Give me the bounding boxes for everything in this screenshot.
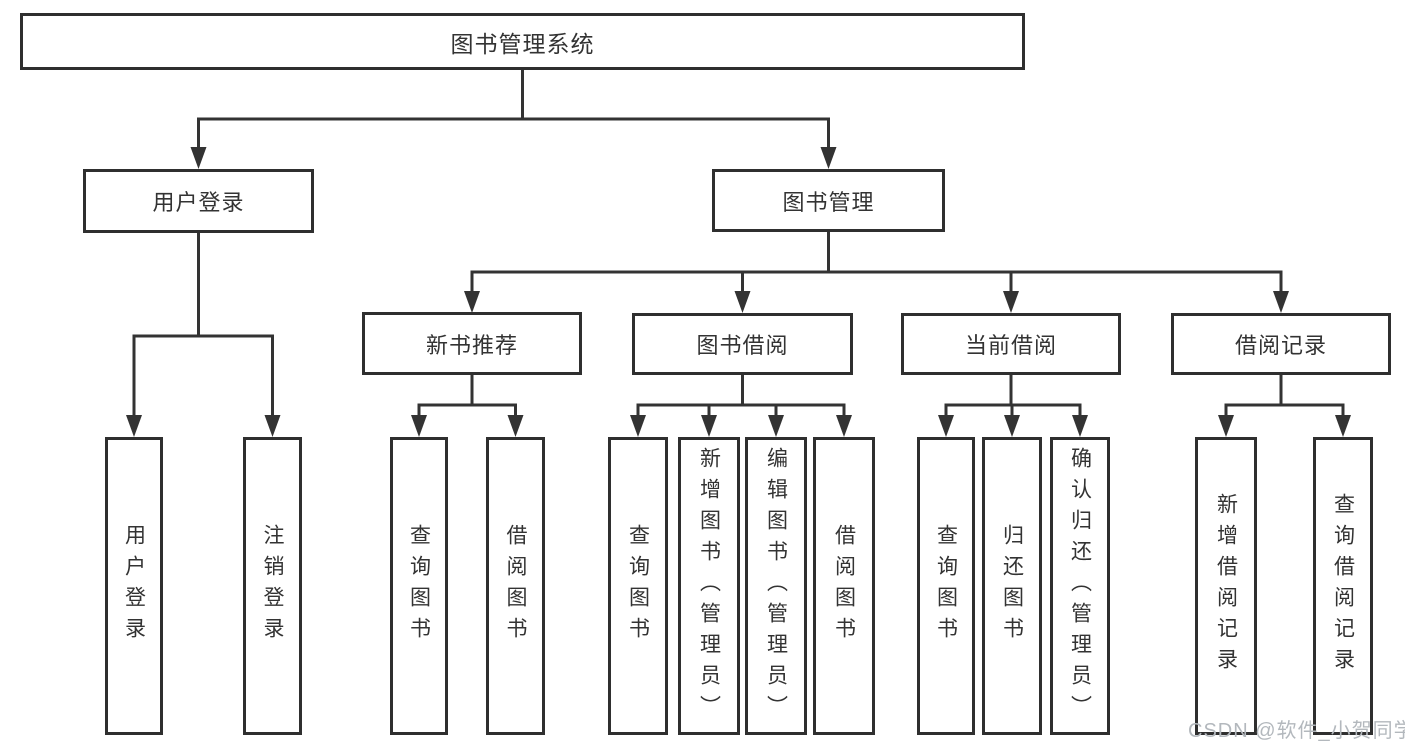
leaf-add-borrow-record: 新增借阅记录: [1195, 437, 1257, 735]
node-label: 查询借阅记录: [1331, 493, 1355, 679]
node-label: 借阅图书: [504, 524, 527, 648]
leaf-query-books-recommend: 查询图书: [390, 437, 448, 735]
leaf-query-borrow-record: 查询借阅记录: [1313, 437, 1373, 735]
node-borrow-records: 借阅记录: [1171, 313, 1391, 375]
tree-edges: [132, 70, 1345, 419]
node-label: 新增图书（管理员）: [697, 446, 721, 726]
node-book-management: 图书管理: [712, 169, 945, 232]
node-label: 查询图书: [934, 524, 958, 648]
node-user-login-group: 用户登录: [83, 169, 314, 233]
node-book-borrow: 图书借阅: [632, 313, 853, 375]
leaf-user-login: 用户登录: [105, 437, 163, 735]
node-label: 新增借阅记录: [1214, 493, 1238, 679]
leaf-logout: 注销登录: [243, 437, 302, 735]
node-label: 图书管理: [782, 189, 875, 215]
node-label: 归还图书: [1000, 524, 1024, 648]
node-label: 用户登录: [122, 524, 146, 648]
node-label: 借阅图书: [832, 524, 856, 648]
csdn-watermark: CSDN @软件_小贺同学: [1188, 720, 1405, 742]
node-label: 借阅记录: [1234, 333, 1327, 358]
node-label: 查询图书: [407, 524, 431, 648]
node-label: 图书借阅: [696, 333, 789, 358]
node-label: 当前借阅: [964, 333, 1057, 358]
leaf-return-books: 归还图书: [982, 437, 1042, 735]
leaf-borrow-books: 借阅图书: [813, 437, 875, 735]
leaf-add-books-admin: 新增图书（管理员）: [678, 437, 740, 735]
node-label: 编辑图书（管理员）: [764, 446, 788, 726]
node-label: 查询图书: [626, 524, 650, 648]
node-label: 确认归还（管理员）: [1068, 446, 1092, 726]
leaf-query-books-borrow: 查询图书: [608, 437, 668, 735]
node-root-system: 图书管理系统: [20, 13, 1025, 70]
node-label: 新书推荐: [425, 332, 518, 358]
node-current-borrow: 当前借阅: [901, 313, 1121, 375]
node-label: 注销登录: [261, 524, 284, 648]
node-label: 图书管理系统: [450, 30, 595, 57]
leaf-borrow-books-recommend: 借阅图书: [486, 437, 545, 735]
node-label: 用户登录: [152, 190, 245, 215]
leaf-edit-books-admin: 编辑图书（管理员）: [745, 437, 807, 735]
arrowheads: [126, 147, 1351, 437]
leaf-query-books-current: 查询图书: [917, 437, 975, 735]
leaf-confirm-return-admin: 确认归还（管理员）: [1050, 437, 1110, 735]
node-new-book-recommend: 新书推荐: [362, 312, 582, 375]
